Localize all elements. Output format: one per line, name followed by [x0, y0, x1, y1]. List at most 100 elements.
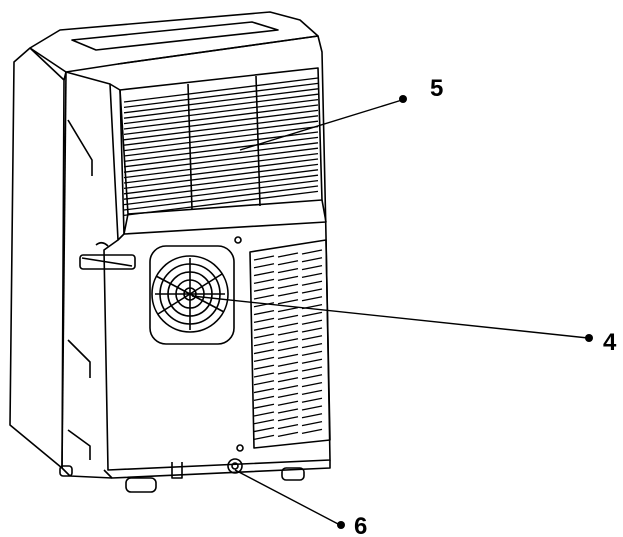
leader-line-4 — [191, 295, 589, 339]
vent-slat — [277, 330, 299, 336]
grille-slat — [123, 109, 319, 136]
vent-slat — [301, 374, 323, 380]
vent-slat — [301, 257, 323, 263]
leader-line-5 — [239, 99, 403, 151]
exhaust-fan — [149, 245, 235, 345]
unit-body — [9, 11, 331, 493]
vent-slat — [301, 397, 323, 403]
vent-slat — [301, 280, 323, 286]
callout-5: 5 — [239, 75, 443, 151]
vent-slat — [277, 416, 299, 422]
vent-slat — [253, 403, 275, 409]
vent-slat — [253, 411, 275, 417]
vent-slat — [253, 387, 275, 394]
grille-slat — [123, 179, 319, 206]
vent-slat — [301, 381, 323, 388]
grille-slat — [123, 136, 319, 163]
grille-slat — [123, 98, 319, 125]
leader-dot-4 — [585, 334, 593, 342]
vent-slat — [301, 296, 323, 302]
top-grille-dividers — [187, 75, 261, 211]
vent-slat — [277, 322, 299, 328]
vent-slat — [277, 400, 299, 406]
vent-slat — [277, 260, 299, 266]
vent-slat — [277, 361, 299, 367]
vent-slat — [301, 420, 323, 427]
side-vent — [253, 249, 323, 441]
vent-slat — [253, 372, 275, 378]
grille-slat — [123, 185, 319, 211]
grille-slat — [123, 152, 319, 179]
vent-slat — [253, 380, 275, 386]
vent-slat — [277, 377, 299, 383]
callout-label-4: 4 — [603, 329, 617, 356]
vent-slat — [301, 311, 323, 318]
grille-slat — [123, 174, 319, 200]
callout-label-5: 5 — [430, 75, 443, 102]
grille-slat — [123, 169, 319, 195]
vent-slat — [277, 431, 299, 438]
side-vent-frame — [249, 239, 331, 449]
vent-slat — [253, 348, 275, 355]
vent-slat — [253, 286, 275, 292]
grille-slat — [123, 93, 319, 119]
vent-slat — [253, 302, 275, 308]
vent-slat — [253, 270, 275, 277]
vent-slat — [301, 413, 323, 419]
vent-slat — [277, 314, 299, 321]
vent-slat — [277, 345, 299, 352]
vent-slat — [253, 395, 275, 402]
vent-slat — [253, 325, 275, 331]
vent-slat — [301, 428, 323, 435]
vent-slat — [277, 338, 299, 344]
grille-slat — [123, 142, 319, 168]
vent-slat — [277, 275, 299, 282]
vent-slat — [301, 350, 323, 357]
vent-slat — [277, 306, 299, 313]
vent-slat — [301, 288, 323, 294]
vent-slat — [253, 364, 275, 370]
vent-slat — [253, 317, 275, 324]
vent-slat — [253, 278, 275, 285]
vent-slat — [253, 356, 275, 363]
vent-slat — [277, 369, 299, 375]
vent-slat — [253, 426, 275, 433]
vent-slat — [253, 434, 275, 441]
vent-slat — [253, 419, 275, 425]
leader-line-6 — [234, 469, 341, 526]
vent-slat — [277, 408, 299, 414]
vent-slat — [301, 389, 323, 396]
grille-slat — [123, 120, 319, 146]
vent-slat — [301, 272, 323, 279]
vent-slat — [301, 366, 323, 372]
grille-slat — [123, 125, 319, 152]
vent-slat — [301, 405, 323, 411]
vent-slat — [301, 335, 323, 341]
vent-slat — [301, 249, 323, 255]
vent-slat — [253, 263, 275, 269]
vent-slat — [253, 333, 275, 339]
vent-slat — [277, 283, 299, 289]
callout-4: 4 — [191, 295, 617, 356]
vent-slat — [277, 392, 299, 399]
top-grille — [123, 77, 319, 217]
vent-slat — [277, 353, 299, 360]
vent-slat — [301, 327, 323, 333]
vent-slat — [277, 267, 299, 274]
vent-slat — [277, 291, 299, 297]
callout-label-6: 6 — [354, 513, 367, 537]
vent-slat — [277, 299, 299, 305]
vent-slat — [253, 294, 275, 300]
vent-slat — [253, 309, 275, 316]
vent-slat — [301, 319, 323, 325]
vent-slat — [301, 358, 323, 364]
grille-slat — [123, 77, 319, 103]
leader-dot-5 — [399, 95, 407, 103]
vent-slat — [301, 342, 323, 349]
vent-slat — [277, 423, 299, 430]
vent-slat — [277, 384, 299, 391]
vent-slat — [253, 341, 275, 347]
grille-slat — [123, 104, 319, 130]
